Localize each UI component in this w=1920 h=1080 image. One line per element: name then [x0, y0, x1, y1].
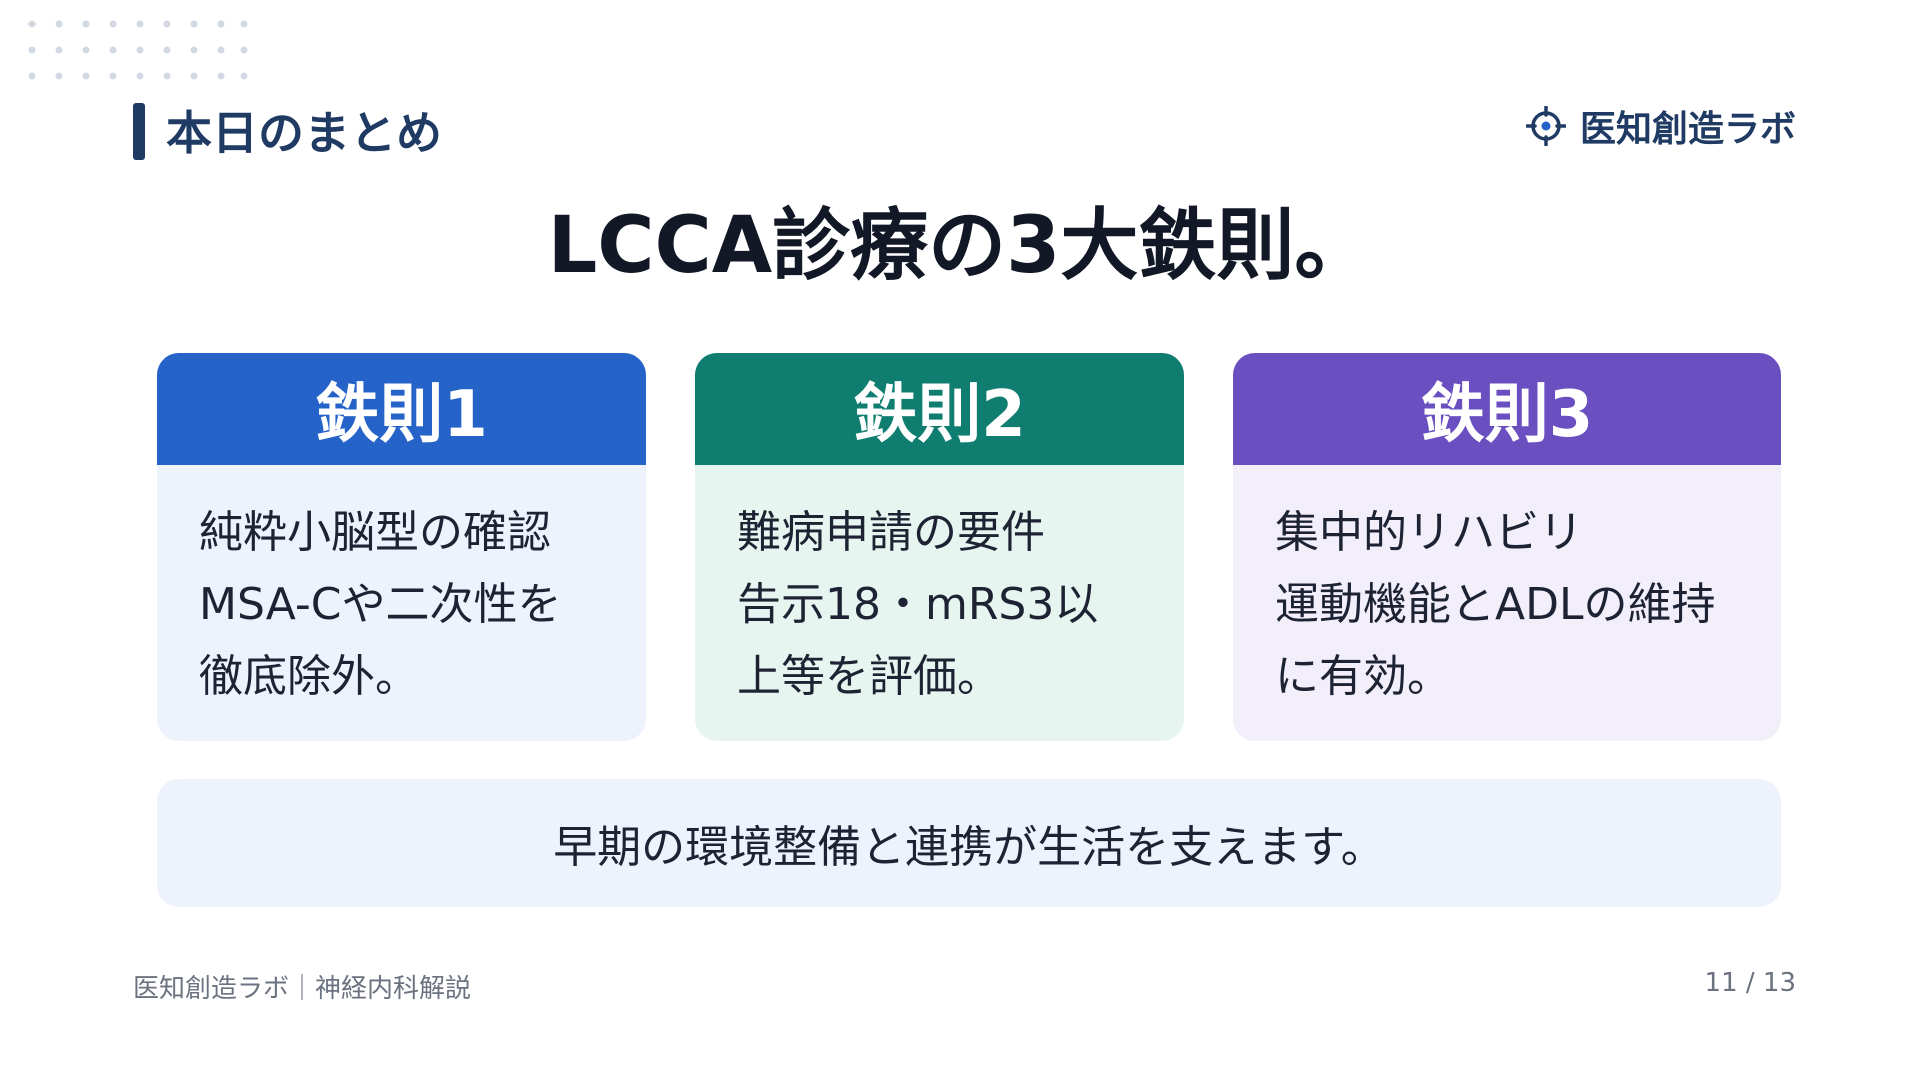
rule-card-3-line-3: に有効。 — [1275, 651, 1451, 702]
rule-card-1-line-3: 徹底除外。 — [199, 651, 419, 702]
rule-card-2: 鉄則2 難病申請の要件 告示18・mRS3以 上等を評価。 — [695, 353, 1184, 741]
rule-card-2-line-1: 難病申請の要件 — [737, 507, 1045, 558]
rule-card-1-line-2: MSA-Cや二次性を — [199, 579, 562, 630]
main-title: LCCA診療の3大鉄則。 — [547, 201, 1373, 291]
rule-card-1-line-1: 純粋小脳型の確認 — [199, 507, 551, 558]
rule-card-3-line-1: 集中的リハビリ — [1275, 507, 1583, 558]
rule-card-2-line-3: 上等を評価。 — [737, 651, 1001, 702]
section-title-accent-bar — [133, 103, 145, 160]
rule-card-3-body: 集中的リハビリ 運動機能とADLの維持 に有効。 — [1233, 465, 1781, 713]
rule-card-1-body: 純粋小脳型の確認 MSA-Cや二次性を 徹底除外。 — [157, 465, 646, 713]
rule-card-1: 鉄則1 純粋小脳型の確認 MSA-Cや二次性を 徹底除外。 — [157, 353, 646, 741]
rule-card-2-body: 難病申請の要件 告示18・mRS3以 上等を評価。 — [695, 465, 1184, 713]
rule-card-3: 鉄則3 集中的リハビリ 運動機能とADLの維持 に有効。 — [1233, 353, 1781, 741]
summary-box: 早期の環境整備と連携が生活を支えます。 — [157, 779, 1781, 907]
brand-name: 医知創造ラボ — [1579, 109, 1796, 150]
crosshair-icon — [1525, 106, 1566, 146]
summary-text: 早期の環境整備と連携が生活を支えます。 — [553, 822, 1385, 873]
rule-card-2-heading: 鉄則2 — [695, 353, 1184, 465]
brand-logo: 医知創造ラボ — [1525, 102, 1796, 150]
decorative-dot-grid — [28, 20, 248, 80]
rule-card-2-line-2: 告示18・mRS3以 — [737, 579, 1099, 630]
rule-card-3-heading: 鉄則3 — [1233, 353, 1781, 465]
rule-card-3-line-2: 運動機能とADLの維持 — [1275, 579, 1716, 630]
rule-card-1-heading: 鉄則1 — [157, 353, 646, 465]
page-number: 11 / 13 — [1704, 968, 1796, 998]
footer-source: 医知創造ラボ｜神経内科解説 — [133, 974, 472, 1004]
section-title: 本日のまとめ — [166, 106, 442, 160]
